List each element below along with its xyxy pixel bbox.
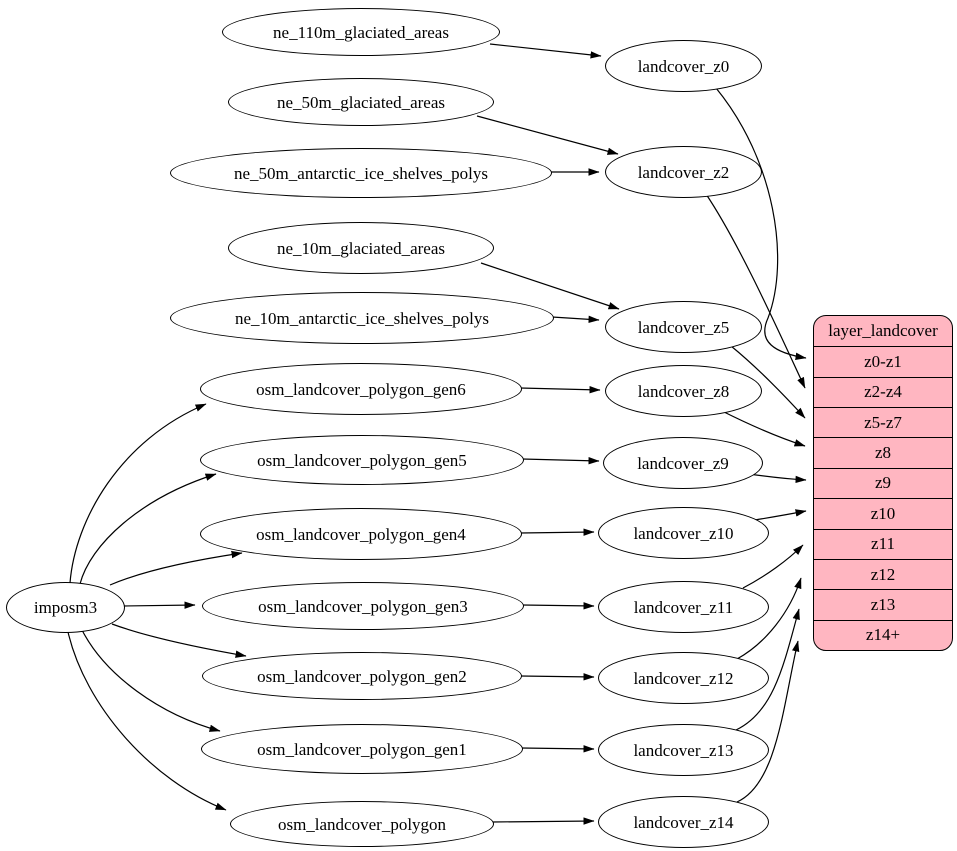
edge-osm-landcover-polygon-gen1-to-landcover-z13 xyxy=(520,745,595,753)
edge-osm-landcover-polygon-gen3-to-landcover-z11 xyxy=(521,602,595,610)
layer-row-z10: z10 xyxy=(814,498,952,528)
edge-landcover-z12-to-row-z12 xyxy=(736,577,802,660)
node-osm-landcover-polygon-gen1: osm_landcover_polygon_gen1 xyxy=(201,724,523,774)
edge-osm-landcover-polygon-to-landcover-z14 xyxy=(491,817,595,825)
layer-row-z14plus: z14+ xyxy=(814,619,952,650)
node-ne-50m-antarctic-ice-shelves-polys: ne_50m_antarctic_ice_shelves_polys xyxy=(170,148,552,198)
node-osm-landcover-polygon-gen6: osm_landcover_polygon_gen6 xyxy=(200,363,522,415)
node-osm-landcover-polygon-gen5: osm_landcover_polygon_gen5 xyxy=(200,435,524,485)
layer-row-z0-z1: z0-z1 xyxy=(814,346,952,376)
edge-landcover-z14-to-row-z14plus xyxy=(736,640,800,803)
edge-imposm3-to-osm-landcover-polygon-gen6 xyxy=(69,403,207,584)
edge-ne-10m-glaciated-areas-to-landcover-z5 xyxy=(480,262,620,310)
node-label: osm_landcover_polygon_gen3 xyxy=(258,596,468,616)
node-ne-10m-glaciated-areas: ne_10m_glaciated_areas xyxy=(228,222,494,274)
edge-imposm3-to-osm-landcover-polygon xyxy=(67,631,227,811)
edge-ne-50m-glaciated-areas-to-landcover-z2 xyxy=(476,115,619,155)
node-landcover-z2: landcover_z2 xyxy=(605,146,762,198)
layer-row-z13: z13 xyxy=(814,589,952,619)
node-label: ne_50m_glaciated_areas xyxy=(276,92,446,112)
node-ne-10m-antarctic-ice-shelves-polys: ne_10m_antarctic_ice_shelves_polys xyxy=(170,292,554,344)
node-osm-landcover-polygon-gen3: osm_landcover_polygon_gen3 xyxy=(202,582,524,630)
node-ne-110m-glaciated-areas: ne_110m_glaciated_areas xyxy=(222,8,500,56)
node-label: osm_landcover_polygon_gen6 xyxy=(256,379,466,399)
node-label: landcover_z10 xyxy=(633,523,734,543)
node-label: landcover_z8 xyxy=(637,381,730,401)
layer-landcover-title: layer_landcover xyxy=(828,321,938,341)
node-label: landcover_z13 xyxy=(633,740,734,760)
edge-landcover-z13-to-row-z13 xyxy=(735,608,800,731)
node-landcover-z13: landcover_z13 xyxy=(598,724,769,776)
layer-row-z12: z12 xyxy=(814,558,952,589)
node-label: osm_landcover_polygon_gen4 xyxy=(256,524,466,544)
node-label: landcover_z12 xyxy=(633,668,734,688)
node-label: ne_10m_antarctic_ice_shelves_polys xyxy=(235,308,489,328)
edge-imposm3-to-osm-landcover-polygon-gen5 xyxy=(79,473,217,585)
edge-landcover-z11-to-row-z11 xyxy=(742,544,804,589)
edge-imposm3-to-osm-landcover-polygon-gen3 xyxy=(122,601,196,609)
node-imposm3: imposm3 xyxy=(6,582,125,633)
node-label: landcover_z2 xyxy=(637,162,730,182)
node-label: landcover_z11 xyxy=(633,597,734,617)
node-landcover-z8: landcover_z8 xyxy=(605,365,762,417)
edge-landcover-z5-to-row-z5-z7 xyxy=(730,345,806,419)
node-landcover-z14: landcover_z14 xyxy=(598,796,769,848)
edge-imposm3-to-osm-landcover-polygon-gen4 xyxy=(109,550,243,586)
node-label: osm_landcover_polygon_gen5 xyxy=(257,450,467,470)
node-label: osm_landcover_polygon_gen1 xyxy=(257,739,467,759)
edge-imposm3-to-osm-landcover-polygon-gen2 xyxy=(111,623,247,658)
layer-row-z2-z4: z2-z4 xyxy=(814,376,952,407)
node-landcover-z12: landcover_z12 xyxy=(598,652,769,704)
node-osm-landcover-polygon-gen4: osm_landcover_polygon_gen4 xyxy=(200,508,522,560)
edge-osm-landcover-polygon-gen4-to-landcover-z10 xyxy=(519,528,595,536)
edge-landcover-z2-to-row-z2-z4 xyxy=(705,193,806,389)
node-label: ne_110m_glaciated_areas xyxy=(273,22,449,42)
node-layer-landcover: layer_landcover z0-z1 z2-z4 z5-z7 z8 z9 … xyxy=(813,315,953,651)
node-osm-landcover-polygon: osm_landcover_polygon xyxy=(230,801,494,847)
node-osm-landcover-polygon-gen2: osm_landcover_polygon_gen2 xyxy=(202,652,522,700)
edge-landcover-z9-to-row-z9 xyxy=(748,473,807,484)
edge-landcover-z8-to-row-z8 xyxy=(721,410,806,447)
edge-landcover-z10-to-row-z10 xyxy=(754,509,807,521)
node-label: osm_landcover_polygon xyxy=(277,814,447,834)
node-landcover-z9: landcover_z9 xyxy=(603,437,763,489)
node-ne-50m-glaciated-areas: ne_50m_glaciated_areas xyxy=(228,78,494,126)
node-label: ne_50m_antarctic_ice_shelves_polys xyxy=(234,163,488,183)
node-landcover-z0: landcover_z0 xyxy=(605,40,762,92)
node-landcover-z11: landcover_z11 xyxy=(598,581,769,633)
node-label: ne_10m_glaciated_areas xyxy=(276,238,446,258)
edge-osm-landcover-polygon-gen5-to-landcover-z9 xyxy=(521,457,600,465)
node-label: imposm3 xyxy=(33,598,98,617)
node-landcover-z10: landcover_z10 xyxy=(598,507,769,559)
edge-landcover-z0-to-row-z0-z1 xyxy=(715,87,807,360)
node-label: landcover_z14 xyxy=(633,812,734,832)
layer-row-z9: z9 xyxy=(814,467,952,498)
layer-row-z11: z11 xyxy=(814,528,952,559)
edge-ne-10m-antarctic-ice-shelves-polys-to-landcover-z5 xyxy=(551,315,600,324)
layer-row-z5-z7: z5-z7 xyxy=(814,407,952,437)
edge-imposm3-to-osm-landcover-polygon-gen1 xyxy=(81,629,221,732)
layer-row-z8: z8 xyxy=(814,437,952,467)
node-label: landcover_z0 xyxy=(637,56,730,76)
node-label: landcover_z9 xyxy=(637,453,729,473)
node-label: osm_landcover_polygon_gen2 xyxy=(257,666,467,686)
edge-ne-110m-glaciated-areas-to-landcover-z0 xyxy=(489,43,602,59)
edge-osm-landcover-polygon-gen2-to-landcover-z12 xyxy=(519,673,595,681)
node-landcover-z5: landcover_z5 xyxy=(605,301,762,353)
node-label: landcover_z5 xyxy=(637,317,730,337)
edge-osm-landcover-polygon-gen6-to-landcover-z8 xyxy=(519,386,601,394)
